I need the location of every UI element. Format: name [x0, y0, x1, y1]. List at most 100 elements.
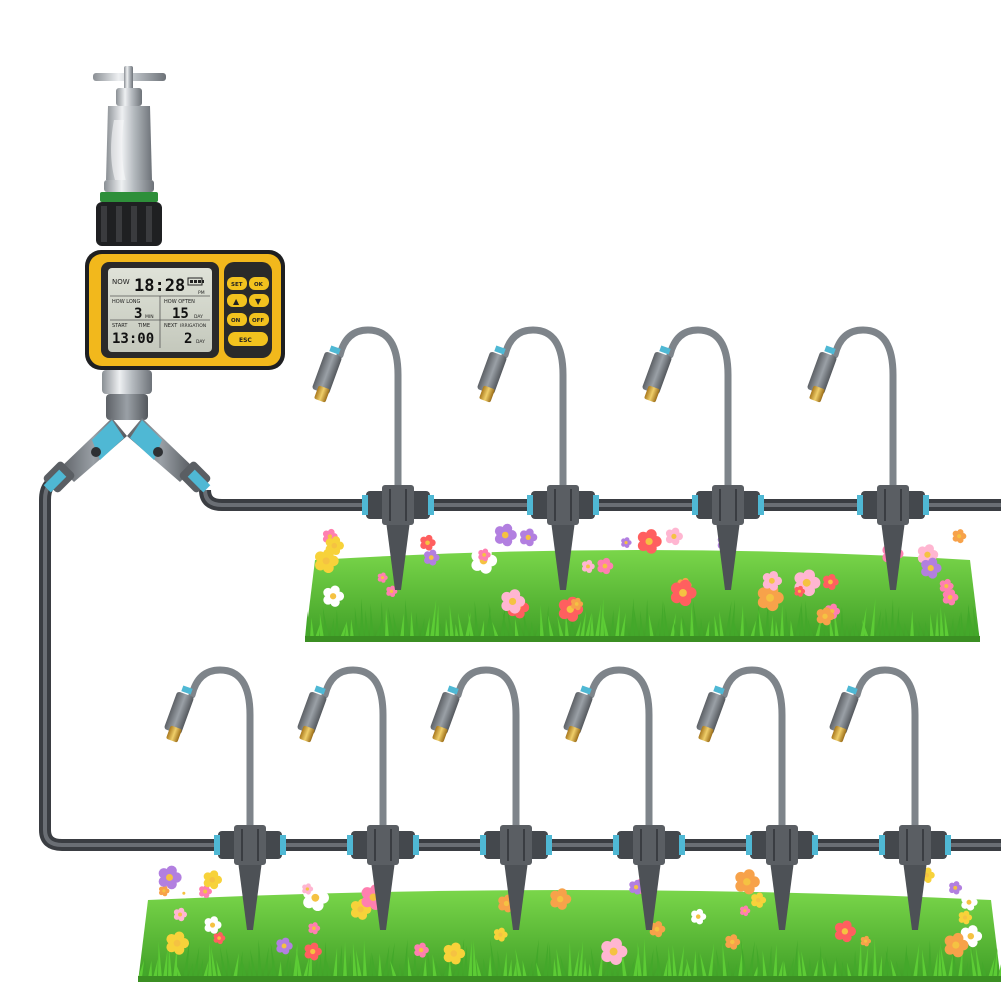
- grass-icon: [333, 947, 338, 978]
- grass-icon: [380, 601, 384, 638]
- grass-icon: [500, 602, 506, 638]
- grass-icon: [918, 963, 922, 978]
- flower-icon: [670, 579, 697, 607]
- grass-icon: [793, 939, 798, 978]
- grass-icon: [465, 612, 471, 638]
- grass-icon: [773, 943, 777, 978]
- flower-icon: [958, 910, 973, 925]
- up-button[interactable]: ▲: [227, 294, 247, 307]
- grass-icon: [678, 944, 685, 978]
- grass-icon: [173, 945, 178, 978]
- grass-icon: [750, 619, 757, 638]
- grass-icon: [233, 952, 240, 978]
- grass-icon: [153, 958, 158, 978]
- flower-icon: [276, 937, 293, 955]
- flower-icon: [493, 927, 508, 942]
- grass-icon: [785, 608, 789, 638]
- grass-icon: [756, 944, 762, 978]
- grass-icon: [807, 617, 814, 638]
- grass-icon: [283, 952, 290, 978]
- lcd-content: NOW 18:28 PM HOW LONG 3 MIN HOW OFTEN 15…: [110, 276, 210, 348]
- grass-icon: [862, 619, 869, 638]
- grass-icon: [633, 606, 639, 638]
- grass-icon: [580, 611, 587, 638]
- off-button[interactable]: OFF: [249, 313, 269, 326]
- grass-icon: [753, 963, 759, 978]
- grass-icon: [168, 945, 172, 978]
- grass-icon: [656, 944, 662, 978]
- grass-icon: [418, 962, 423, 978]
- grass-icon: [682, 615, 689, 638]
- lcd-now-label: NOW: [112, 278, 130, 286]
- grass-icon: [603, 959, 610, 978]
- grass-icon: [368, 953, 372, 978]
- grass-icon: [714, 615, 719, 638]
- grass-icon: [343, 941, 347, 978]
- grass-icon: [560, 954, 567, 978]
- grass-icon: [633, 945, 640, 978]
- flower-icon: [158, 865, 182, 890]
- esc-button[interactable]: ESC: [228, 332, 268, 346]
- grass-icon: [825, 956, 832, 978]
- grass-icon: [536, 962, 542, 978]
- grass-icon: [873, 938, 877, 978]
- grass-icon: [497, 949, 502, 978]
- flower-icon: [834, 920, 857, 943]
- grass-icon: [338, 944, 342, 978]
- grass-icon: [370, 603, 374, 638]
- grass-icon: [588, 963, 592, 978]
- grass-icon: [488, 955, 492, 978]
- grass-icon: [158, 941, 162, 978]
- flower-icon: [414, 942, 429, 958]
- on-button-label: ON: [231, 318, 241, 324]
- grass-icon: [340, 622, 347, 638]
- grass-icon: [198, 958, 203, 978]
- grass-icon: [734, 621, 739, 638]
- grass-icon: [928, 939, 932, 978]
- down-button[interactable]: ▼: [249, 294, 269, 307]
- grass-icon: [490, 938, 497, 978]
- grass-icon: [790, 620, 794, 638]
- sprinkler-icon: [563, 666, 685, 930]
- off-button-label: OFF: [252, 318, 264, 324]
- flower-icon: [816, 607, 835, 626]
- lcd-how-long-label: HOW LONG: [112, 299, 141, 305]
- flower-icon: [308, 922, 321, 935]
- grass-icon: [258, 939, 262, 978]
- grass-icon: [982, 961, 987, 978]
- grass-icon: [143, 957, 147, 978]
- grass-icon: [407, 955, 412, 978]
- grass-icon: [378, 953, 382, 978]
- grass-icon: [745, 616, 749, 638]
- grass-icon: [556, 948, 562, 978]
- lcd-next-value: 2: [184, 331, 192, 347]
- grass-icon: [770, 615, 774, 638]
- grass-icon: [918, 620, 924, 638]
- grass-icon: [944, 611, 949, 638]
- grass-icon: [915, 621, 919, 638]
- grass-icon: [305, 611, 309, 638]
- grass-icon: [449, 604, 454, 638]
- grass-icon: [319, 613, 324, 638]
- grass-icon: [473, 940, 477, 978]
- grass-icon: [455, 623, 459, 638]
- flower-icon: [494, 523, 517, 547]
- flower-icon: [443, 942, 466, 965]
- grass-icon: [648, 948, 654, 978]
- grass-icon: [663, 959, 668, 978]
- set-button[interactable]: SET: [227, 277, 247, 290]
- sprinkler-icon: [164, 666, 286, 930]
- on-button[interactable]: ON: [227, 313, 247, 326]
- grass-icon: [630, 598, 634, 638]
- lcd-clock: 18:28: [134, 276, 185, 296]
- grass-icon: [288, 959, 292, 978]
- grass-icon: [413, 949, 417, 978]
- grass-icon: [335, 609, 339, 638]
- ok-button[interactable]: OK: [249, 277, 269, 290]
- grass-icon: [420, 617, 425, 638]
- grass-icon: [514, 618, 519, 638]
- grass-icon: [680, 617, 684, 638]
- grass-icon: [783, 960, 787, 978]
- flower-icon: [794, 585, 806, 597]
- grass-icon: [483, 958, 487, 978]
